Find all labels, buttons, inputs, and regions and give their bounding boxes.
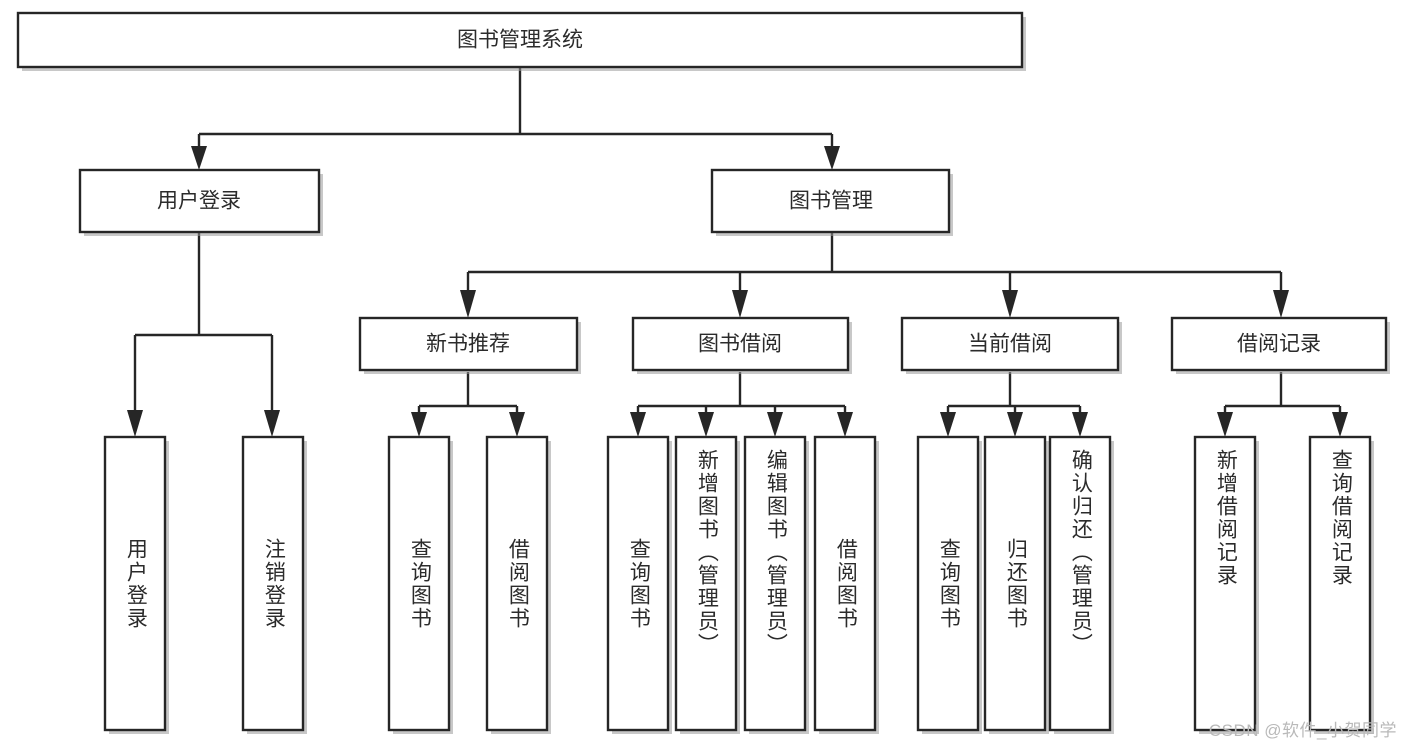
leaf-borrow-query[interactable] bbox=[606, 435, 672, 734]
node-current-borrow[interactable]: 当前借阅 bbox=[900, 316, 1122, 374]
connector-userlogin-to-leaves bbox=[127, 232, 280, 437]
leaf-record-query[interactable] bbox=[1308, 435, 1374, 734]
node-new-book-recommend[interactable]: 新书推荐 bbox=[358, 316, 581, 374]
leaf-borrow-edit[interactable] bbox=[743, 435, 809, 734]
leaf-borrow-lend[interactable] bbox=[813, 435, 879, 734]
connector-root-to-level2 bbox=[191, 67, 840, 170]
node-borrow-record[interactable]: 借阅记录 bbox=[1170, 316, 1390, 374]
node-borrow-record-label: 借阅记录 bbox=[1237, 333, 1321, 356]
leaf-current-confirm-return[interactable] bbox=[1048, 435, 1114, 734]
node-root-label: 图书管理系统 bbox=[457, 29, 583, 52]
csdn-watermark: CSDN @软件_小贺同学 bbox=[1208, 721, 1397, 740]
connector-bookmgmt-to-level3 bbox=[460, 232, 1289, 318]
connector-borrow-to-leaves bbox=[630, 372, 853, 437]
connector-currentborrow-to-leaves bbox=[940, 372, 1088, 437]
connector-record-to-leaves bbox=[1217, 372, 1348, 437]
leaf-current-query[interactable] bbox=[916, 435, 982, 734]
leaf-newbook-query[interactable] bbox=[387, 435, 453, 734]
node-current-borrow-label: 当前借阅 bbox=[968, 333, 1052, 356]
connector-newbook-to-leaves bbox=[411, 372, 525, 437]
node-book-borrow-label: 图书借阅 bbox=[698, 333, 782, 356]
leaf-record-add[interactable] bbox=[1193, 435, 1259, 734]
leaf-current-return[interactable] bbox=[983, 435, 1049, 734]
leaf-newbook-borrow[interactable] bbox=[485, 435, 551, 734]
node-user-login-label: 用户登录 bbox=[157, 190, 241, 213]
node-book-management-label: 图书管理 bbox=[789, 190, 873, 213]
node-book-management[interactable]: 图书管理 bbox=[710, 168, 953, 236]
leaf-user-login-logout[interactable] bbox=[241, 435, 307, 734]
node-new-book-recommend-label: 新书推荐 bbox=[426, 333, 510, 356]
node-root[interactable]: 图书管理系统 bbox=[16, 11, 1026, 71]
node-book-borrow[interactable]: 图书借阅 bbox=[631, 316, 852, 374]
leaf-user-login-login[interactable] bbox=[103, 435, 169, 734]
leaf-borrow-add[interactable] bbox=[674, 435, 740, 734]
node-user-login[interactable]: 用户登录 bbox=[78, 168, 323, 236]
